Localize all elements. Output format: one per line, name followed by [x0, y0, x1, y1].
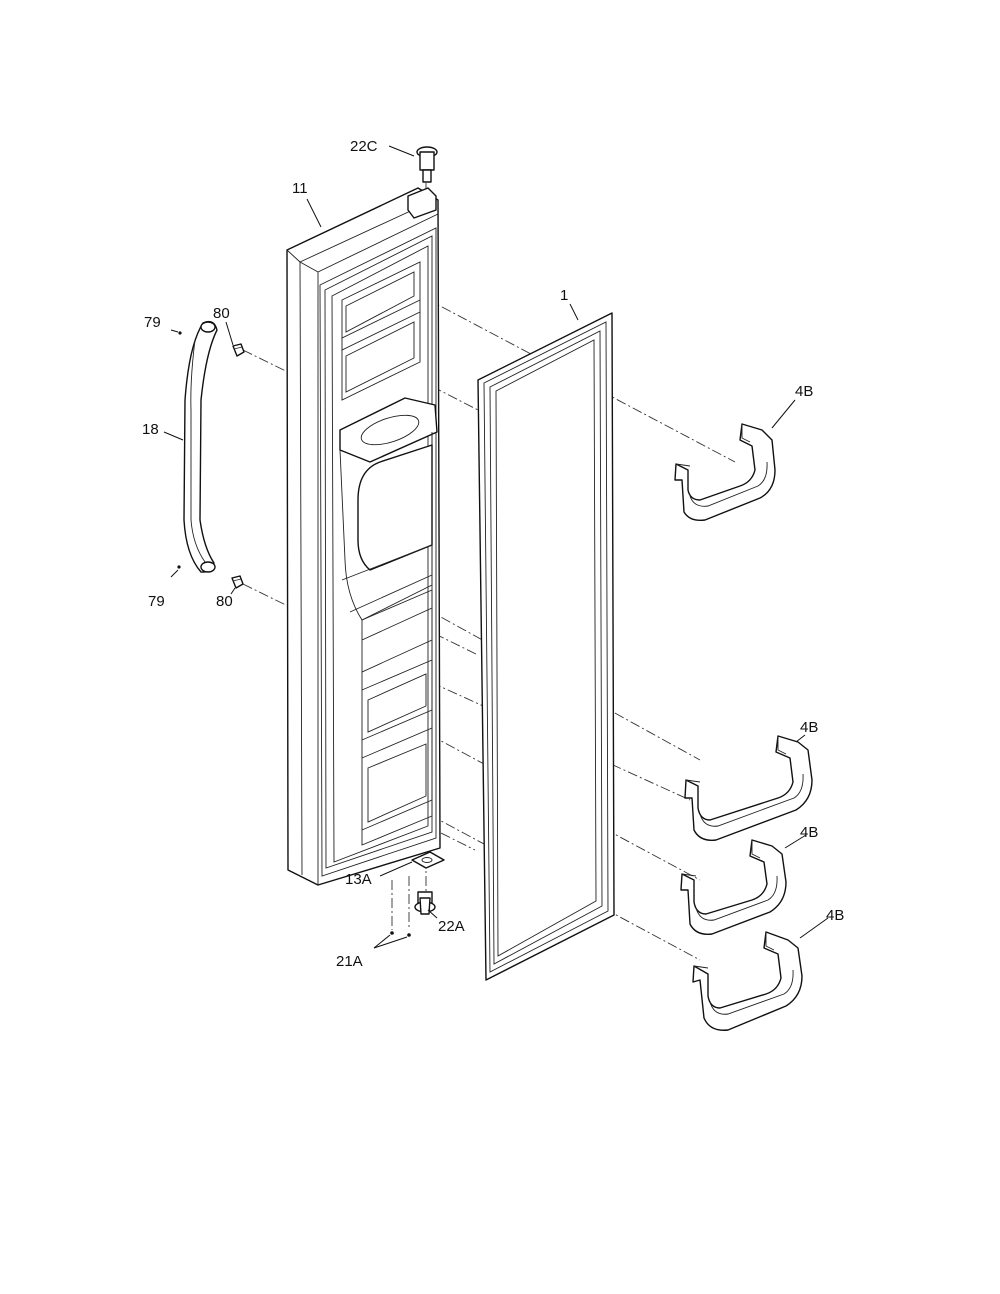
- screw-79-top: [178, 331, 182, 335]
- hinge-pin-22a: [414, 891, 436, 915]
- door-gasket: [477, 312, 615, 981]
- screw-21a-right: [407, 933, 411, 937]
- callout-1: 1: [560, 287, 568, 304]
- door-bin-1: [674, 423, 776, 522]
- callout-4b-1: 4B: [795, 383, 813, 400]
- callout-80-bottom: 80: [216, 593, 233, 610]
- door-handle: [183, 320, 218, 573]
- callout-22c: 22C: [350, 138, 378, 155]
- callout-80-top: 80: [213, 305, 230, 322]
- door-bin-3: [680, 839, 787, 935]
- door-bin-4: [692, 931, 803, 1031]
- callout-21a: 21A: [336, 953, 363, 970]
- callout-4b-2: 4B: [800, 719, 818, 736]
- callout-18: 18: [142, 421, 159, 438]
- door-assembly: [286, 187, 441, 886]
- hinge-plate-13a: [411, 851, 445, 869]
- door-bin-2: [684, 735, 813, 841]
- callout-4b-4: 4B: [826, 907, 844, 924]
- screw-80-top: [232, 343, 245, 357]
- hinge-pin-22c: [416, 146, 438, 183]
- callout-79-top: 79: [144, 314, 161, 331]
- callout-79-bottom: 79: [148, 593, 165, 610]
- callout-11: 11: [292, 180, 308, 197]
- callout-22a: 22A: [438, 918, 465, 935]
- screw-21a-left: [390, 931, 394, 935]
- callout-13a: 13A: [345, 871, 372, 888]
- screw-79-bottom: [177, 565, 181, 569]
- callout-4b-3: 4B: [800, 824, 818, 841]
- leader-lines: [163, 145, 829, 949]
- callout-labels: 22C 11 1 80 79 18 79 80 4B 4B 4B 4B 13A …: [142, 138, 844, 970]
- screw-80-bottom: [231, 575, 244, 589]
